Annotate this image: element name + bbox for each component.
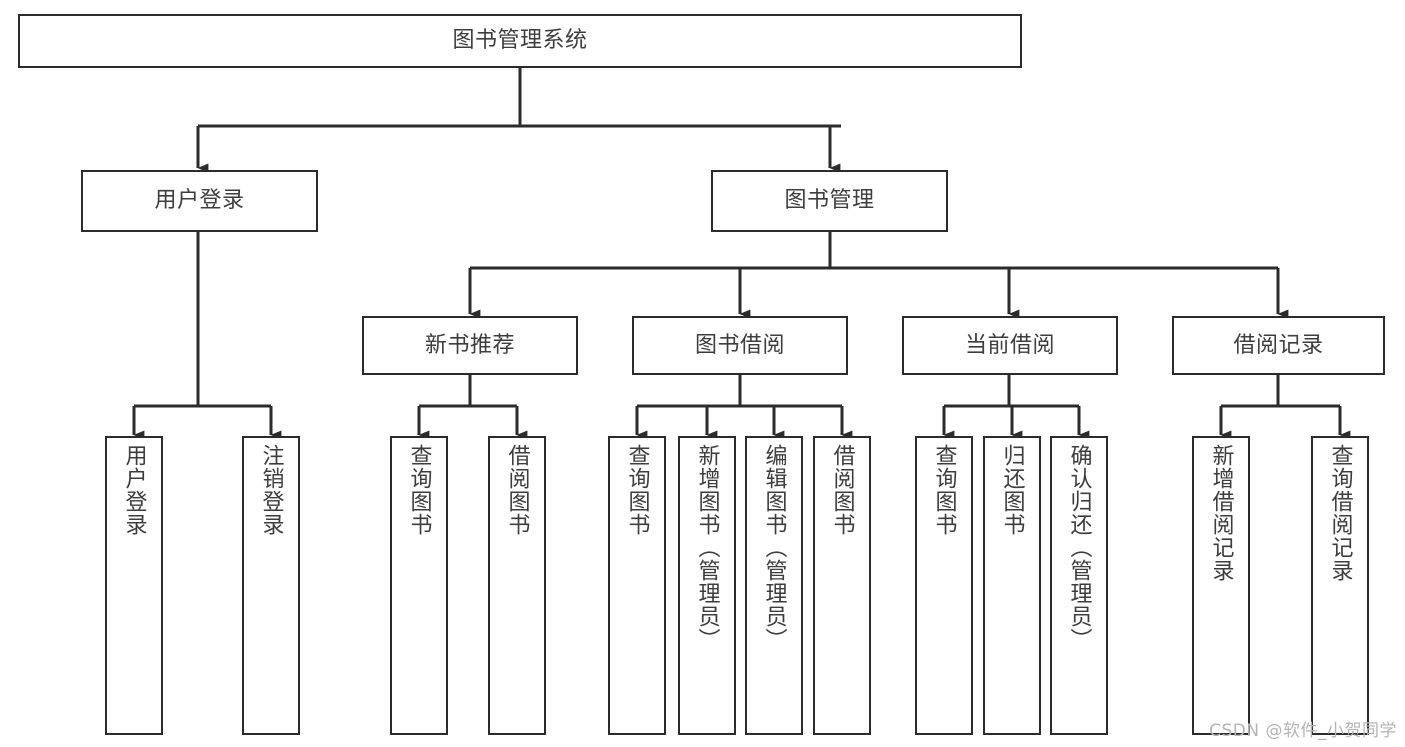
- node-root-book-management-system[interactable]: 图书管理系统: [18, 14, 1022, 68]
- leaf-new-book-query-book[interactable]: 查询图书: [390, 436, 448, 735]
- node-label: 查询图书: [624, 444, 650, 536]
- node-label: 新书推荐: [424, 332, 515, 358]
- leaf-current-borrow-confirm-return-admin[interactable]: 确认归还（管理员）: [1050, 436, 1108, 735]
- leaf-current-borrow-return-book[interactable]: 归还图书: [983, 436, 1041, 735]
- node-label: 用户登录: [154, 188, 245, 214]
- node-label: 当前借阅: [964, 332, 1055, 358]
- leaf-user-login-logout[interactable]: 注销登录: [242, 436, 300, 735]
- leaf-borrow-record-query-record[interactable]: 查询借阅记录: [1311, 436, 1369, 735]
- leaf-book-borrow-add-book-admin[interactable]: 新增图书（管理员）: [678, 436, 736, 735]
- node-user-login[interactable]: 用户登录: [81, 170, 318, 232]
- node-label: 查询图书: [931, 444, 957, 536]
- node-label: 确认归还（管理员）: [1066, 444, 1092, 651]
- node-book-borrow[interactable]: 图书借阅: [632, 316, 848, 375]
- node-label: 注销登录: [258, 444, 284, 536]
- node-borrow-record[interactable]: 借阅记录: [1172, 316, 1385, 375]
- node-label: 新增图书（管理员）: [694, 444, 720, 651]
- node-label: 归还图书: [999, 444, 1025, 536]
- node-label: 图书管理: [784, 188, 875, 214]
- leaf-book-borrow-edit-book-admin[interactable]: 编辑图书（管理员）: [745, 436, 803, 735]
- node-new-book-recommend[interactable]: 新书推荐: [362, 316, 578, 375]
- leaf-book-borrow-query-book[interactable]: 查询图书: [608, 436, 666, 735]
- leaf-current-borrow-query-book[interactable]: 查询图书: [915, 436, 973, 735]
- node-label: 图书借阅: [694, 332, 785, 358]
- watermark-text: CSDN @软件_小贺同学: [1209, 721, 1397, 741]
- node-label: 图书管理系统: [452, 28, 588, 54]
- node-label: 用户登录: [121, 444, 147, 536]
- node-label: 借阅图书: [829, 444, 855, 536]
- leaf-user-login-login[interactable]: 用户登录: [105, 436, 163, 735]
- node-label: 查询图书: [406, 444, 432, 536]
- node-label: 新增借阅记录: [1208, 444, 1234, 582]
- node-label: 编辑图书（管理员）: [761, 444, 787, 651]
- node-label: 查询借阅记录: [1327, 444, 1353, 582]
- node-current-borrow[interactable]: 当前借阅: [902, 316, 1118, 375]
- node-label: 借阅图书: [504, 444, 530, 536]
- node-book-management[interactable]: 图书管理: [711, 170, 948, 232]
- leaf-borrow-record-add-record[interactable]: 新增借阅记录: [1192, 436, 1250, 735]
- leaf-new-book-borrow-book[interactable]: 借阅图书: [488, 436, 546, 735]
- leaf-book-borrow-borrow-book[interactable]: 借阅图书: [813, 436, 871, 735]
- node-label: 借阅记录: [1233, 332, 1324, 358]
